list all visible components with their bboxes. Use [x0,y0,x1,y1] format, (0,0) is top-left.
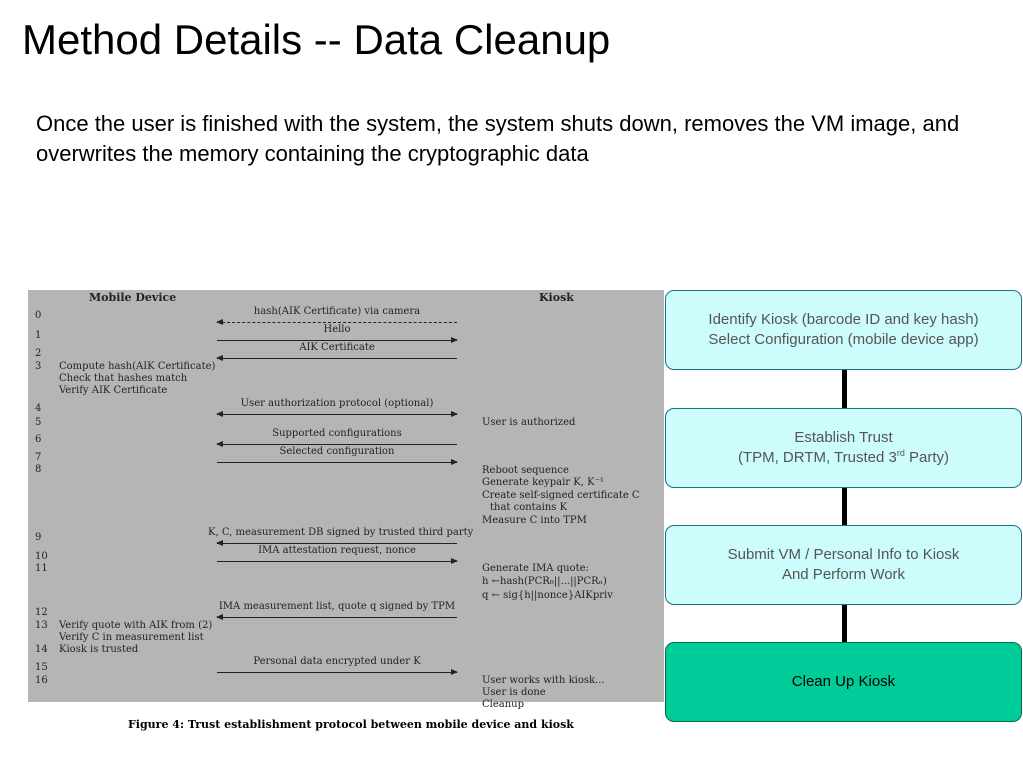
message-label: Hello [323,324,351,335]
step-number: 15 [35,662,48,673]
message-arrow [217,558,458,564]
step-number: 13 [35,620,48,631]
kiosk-note: Generate keypair K, K⁻¹ [482,477,604,488]
step-number: 0 [35,310,42,321]
step-number: 6 [35,434,42,445]
message-label: Personal data encrypted under K [253,656,421,667]
message-label: User authorization protocol (optional) [240,398,434,409]
message-label: IMA attestation request, nonce [258,545,416,556]
flow-step-text: (TPM, DRTM, Trusted 3rd Party) [738,448,949,468]
mobile-note: Verify C in measurement list [59,632,204,643]
flow-step-text: Identify Kiosk (barcode ID and key hash) [708,311,979,328]
message-label: Selected configuration [279,446,395,457]
flow-step-text: Submit VM / Personal Info to Kiosk [727,546,960,563]
step-number: 16 [35,675,48,686]
step-number: 8 [35,464,42,475]
message-arrow [217,459,458,465]
step-number: 3 [35,361,42,372]
step-number: 12 [35,607,48,618]
mobile-note: Kiosk is trusted [59,644,139,655]
flow-step-text: Party) [904,449,950,466]
message-label: Supported configurations [272,428,402,439]
step-number: 4 [35,403,42,414]
flow-connector [842,603,847,644]
step-number: 1 [35,330,42,341]
kiosk-note: User works with kiosk... [482,675,605,686]
flow-step-clean-up-kiosk: Clean Up Kiosk [665,642,1022,722]
step-number: 11 [35,563,48,574]
message-arrow [216,319,457,325]
flow-step-text: And Perform Work [781,566,906,583]
kiosk-note: q ← sig{h||nonce}AIKpriv [482,590,613,601]
message-label: hash(AIK Certificate) via camera [253,306,421,317]
step-number: 2 [35,348,42,359]
slide-title: Method Details -- Data Cleanup [22,16,611,63]
kiosk-note: User is done [482,687,546,698]
flow-step-text: Establish Trust [794,429,893,446]
flow-step-text: (TPM, DRTM, Trusted 3 [737,449,897,466]
kiosk-note: Create self-signed certificate C [482,490,640,501]
message-label: AIK Certificate [299,342,375,353]
step-number: 10 [35,551,48,562]
mobile-note: Verify AIK Certificate [59,385,168,396]
message-label: IMA measurement list, quote q signed by … [218,601,456,612]
mobile-device-header: Mobile Device [89,291,177,304]
message-label: K, C, measurement DB signed by trusted t… [208,527,474,538]
step-number: 14 [35,644,48,655]
kiosk-note: Generate IMA quote: [482,563,589,574]
flow-step-text: Select Configuration (mobile device app) [708,331,979,348]
message-arrow [216,540,457,546]
message-arrow [216,614,457,620]
mobile-note: Check that hashes match [59,373,188,384]
flow-connector [842,368,847,410]
message-arrow [216,355,457,361]
protocol-figure: Mobile Device Kiosk 0 1 2 3 4 5 6 7 8 9 … [28,290,664,710]
step-number: 9 [35,532,42,543]
flow-step-submit-vm: Submit VM / Personal Info to Kiosk And P… [665,525,1022,605]
intro-paragraph: Once the user is finished with the syste… [36,111,960,166]
message-arrow [217,669,458,675]
kiosk-note: User is authorized [482,417,576,428]
kiosk-note: Reboot sequence [482,465,569,476]
message-arrow [216,441,457,447]
mobile-note: Compute hash(AIK Certificate) [59,361,216,372]
kiosk-header: Kiosk [539,291,574,304]
kiosk-note: that contains K [490,502,568,513]
flow-step-establish-trust: Establish Trust (TPM, DRTM, Trusted 3rd … [665,408,1022,488]
flow-step-identify-kiosk: Identify Kiosk (barcode ID and key hash)… [665,290,1022,370]
kiosk-note: h ←hash(PCR₀||...||PCRₙ) [482,576,607,587]
message-arrow [216,411,458,417]
message-arrow [217,337,458,343]
step-number: 7 [35,452,42,463]
flow-step-text: Clean Up Kiosk [791,673,896,690]
step-number: 5 [35,417,42,428]
flow-connector [842,486,847,526]
mobile-note: Verify quote with AIK from (2) [59,620,213,631]
kiosk-note: Measure C into TPM [482,515,587,526]
figure-caption: Figure 4: Trust establishment protocol b… [128,718,574,731]
superscript-rd: rd [896,448,905,458]
kiosk-note: Cleanup [482,699,525,710]
